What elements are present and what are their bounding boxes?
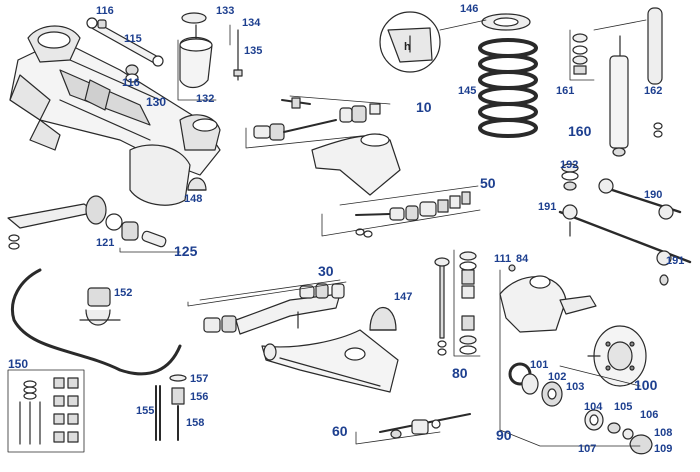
part-label-108: 108 <box>654 427 673 439</box>
part-label-84: 84 <box>516 253 529 265</box>
part-label-191-right: 191 <box>666 255 685 267</box>
part-label-125: 125 <box>174 243 198 259</box>
part-label-161: 161 <box>556 85 575 97</box>
shackle-group-60 <box>355 413 471 445</box>
part-label-133: 133 <box>216 5 235 17</box>
ball-joint-kit-150 <box>7 369 85 453</box>
part-label-115: 115 <box>124 33 142 45</box>
strut-group-50 <box>321 185 481 238</box>
upper-link-115 <box>86 17 164 83</box>
part-label-135: 135 <box>244 45 263 57</box>
part-label-146: 146 <box>460 3 479 15</box>
part-label-111: 111 <box>494 253 512 265</box>
part-label-10: 10 <box>416 99 432 115</box>
part-label-116-top: 116 <box>96 5 114 17</box>
coil-spring-145 <box>379 11 538 138</box>
stabilizer-bar-152 <box>11 268 182 376</box>
bearing-set-90 <box>499 362 653 455</box>
part-label-190: 190 <box>644 189 663 201</box>
part-label-157: 157 <box>190 373 209 385</box>
part-label-50: 50 <box>480 175 496 191</box>
bump-cap-147 <box>369 306 397 331</box>
stabilizer-mount-125 <box>7 195 181 253</box>
lower-arm-group-30 <box>187 279 347 335</box>
part-label-145: 145 <box>458 85 477 97</box>
part-label-152: 152 <box>114 287 133 299</box>
part-label-134: 134 <box>242 17 261 29</box>
lower-wishbone <box>261 329 399 393</box>
shock-absorber-160 <box>569 7 663 157</box>
part-label-162: 162 <box>644 85 663 97</box>
part-label-132: 132 <box>196 93 215 105</box>
bump-stop-148 <box>187 177 207 191</box>
part-label-101: 101 <box>530 359 549 371</box>
part-label-80: 80 <box>452 365 468 381</box>
part-label-90: 90 <box>496 427 512 443</box>
part-label-191-left: 191 <box>538 201 557 213</box>
part-label-147: 147 <box>394 291 413 303</box>
part-label-103: 103 <box>566 381 585 393</box>
part-label-105: 105 <box>614 401 633 413</box>
part-label-107: 107 <box>578 443 597 455</box>
part-label-160: 160 <box>568 123 592 139</box>
part-label-192: 192 <box>560 159 579 171</box>
part-label-130: 130 <box>146 95 167 109</box>
upper-arm-group-10 <box>245 95 401 196</box>
part-label-102: 102 <box>548 371 567 383</box>
part-label-106: 106 <box>640 409 659 421</box>
part-label-100: 100 <box>634 377 658 393</box>
part-label-121: 121 <box>96 237 115 249</box>
tie-rod-assembly-190 <box>558 163 692 286</box>
part-label-30: 30 <box>318 263 334 279</box>
detail-label-h: h <box>404 41 411 53</box>
bolt-set-155 <box>155 374 187 441</box>
part-label-155: 155 <box>136 405 155 417</box>
front-subframe <box>9 25 221 206</box>
kingpin-group-80 <box>434 249 481 357</box>
part-label-156: 156 <box>190 391 209 403</box>
spring-seat-130 <box>177 12 243 101</box>
part-label-60: 60 <box>332 423 348 439</box>
part-label-116-bottom: 116 <box>122 77 140 89</box>
part-label-148: 148 <box>184 193 203 205</box>
part-label-104: 104 <box>584 401 603 413</box>
brake-disc-100 <box>587 325 647 387</box>
steering-knuckle-111 <box>499 264 597 431</box>
part-label-150: 150 <box>8 357 29 371</box>
part-label-109: 109 <box>654 443 673 455</box>
part-label-158: 158 <box>186 417 205 429</box>
